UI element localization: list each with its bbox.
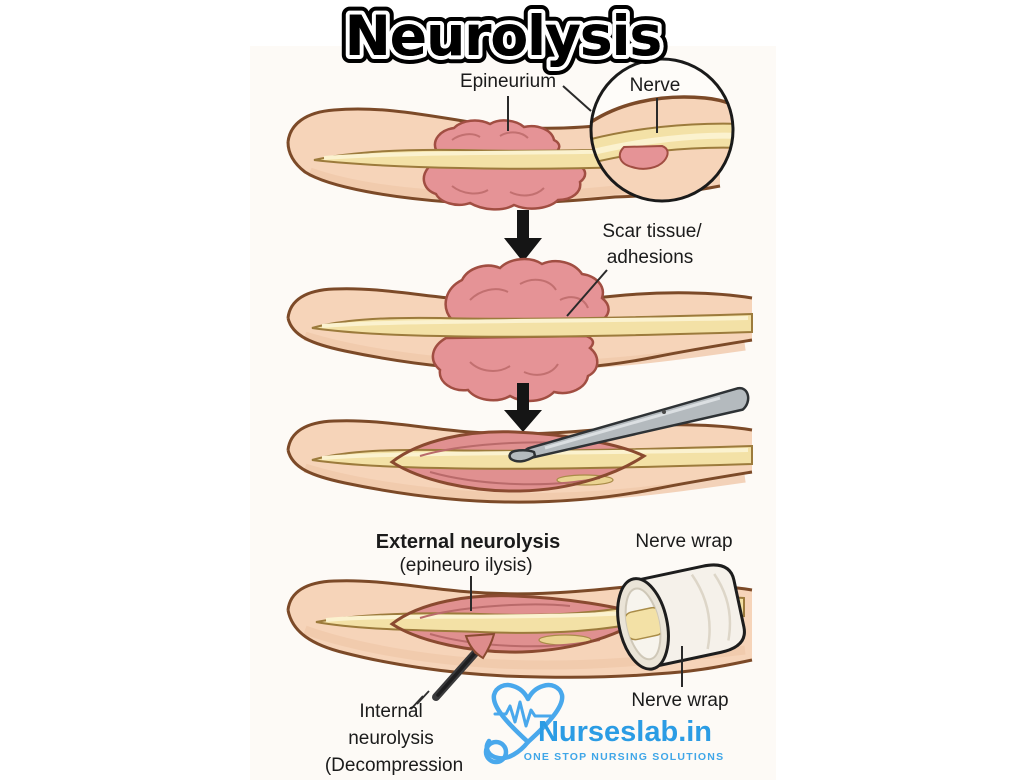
title-outline-outer: Neurolysis	[345, 4, 661, 68]
nerve-graphic	[311, 312, 753, 338]
down-arrow-icon	[504, 210, 542, 262]
label-internal-line3: (Decompression	[324, 755, 464, 776]
page-title: Neurolysis Neurolysis Neurolysis	[337, 0, 670, 76]
probe-icon	[410, 647, 481, 710]
label-nerve: Nerve	[629, 75, 681, 96]
scar-tissue-graphic-small	[422, 119, 587, 211]
panel-4-limb	[286, 563, 753, 710]
label-nerve-wrap-top: Nerve wrap	[635, 531, 733, 552]
title-text: Neurolysis	[345, 4, 661, 68]
scar-tissue-graphic-large	[431, 257, 610, 403]
title-outline-inner: Neurolysis	[345, 4, 661, 68]
logo-tagline-text: ONE STOP NURSING SOLUTIONS	[523, 751, 725, 763]
tissue-tent-graphic	[464, 632, 496, 660]
label-scar-tissue-line1: Scar tissue/	[602, 221, 702, 242]
down-arrow-icon	[504, 383, 542, 432]
label-internal-line1: Internal	[359, 701, 423, 722]
leader-lines-panel1	[507, 85, 658, 133]
leader-lines-panel4	[470, 576, 683, 687]
label-scar-tissue-line2: adhesions	[606, 247, 694, 268]
heart-ecg-stethoscope-icon	[483, 682, 565, 765]
label-epineurium: Epineurium	[459, 71, 557, 92]
nerve-wrap-graphic	[616, 563, 746, 671]
leader-line-scar	[566, 269, 608, 317]
logo-brand-text: Nurseslab.in	[537, 716, 713, 748]
label-internal-line2: neurolysis	[348, 728, 434, 749]
surgical-elevator-icon	[508, 387, 750, 463]
panel-3-limb	[286, 387, 753, 504]
panel-2-limb	[286, 257, 753, 403]
label-external-neurolysis: External neurolysis	[375, 531, 561, 553]
label-nerve-wrap-bottom: Nerve wrap	[631, 690, 729, 711]
label-external-neurolysis-sub: (epineuro ilysis)	[399, 555, 533, 576]
